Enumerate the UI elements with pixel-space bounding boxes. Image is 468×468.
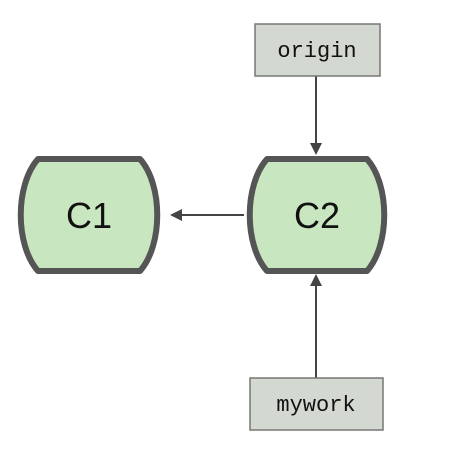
ref-box-origin: origin: [254, 23, 381, 77]
ref-box-shape: [254, 23, 381, 77]
commit-node-c2: C2: [246, 156, 388, 274]
commit-node-c1: C1: [17, 156, 161, 274]
commit-shape: [246, 156, 388, 274]
commit-label: C1: [66, 195, 112, 236]
ref-label: mywork: [276, 393, 355, 418]
ref-box-shape: [249, 377, 384, 431]
ref-label: origin: [277, 39, 356, 64]
commit-label: C2: [294, 195, 340, 236]
commit-shape: [17, 156, 161, 274]
ref-box-mywork: mywork: [249, 377, 384, 431]
